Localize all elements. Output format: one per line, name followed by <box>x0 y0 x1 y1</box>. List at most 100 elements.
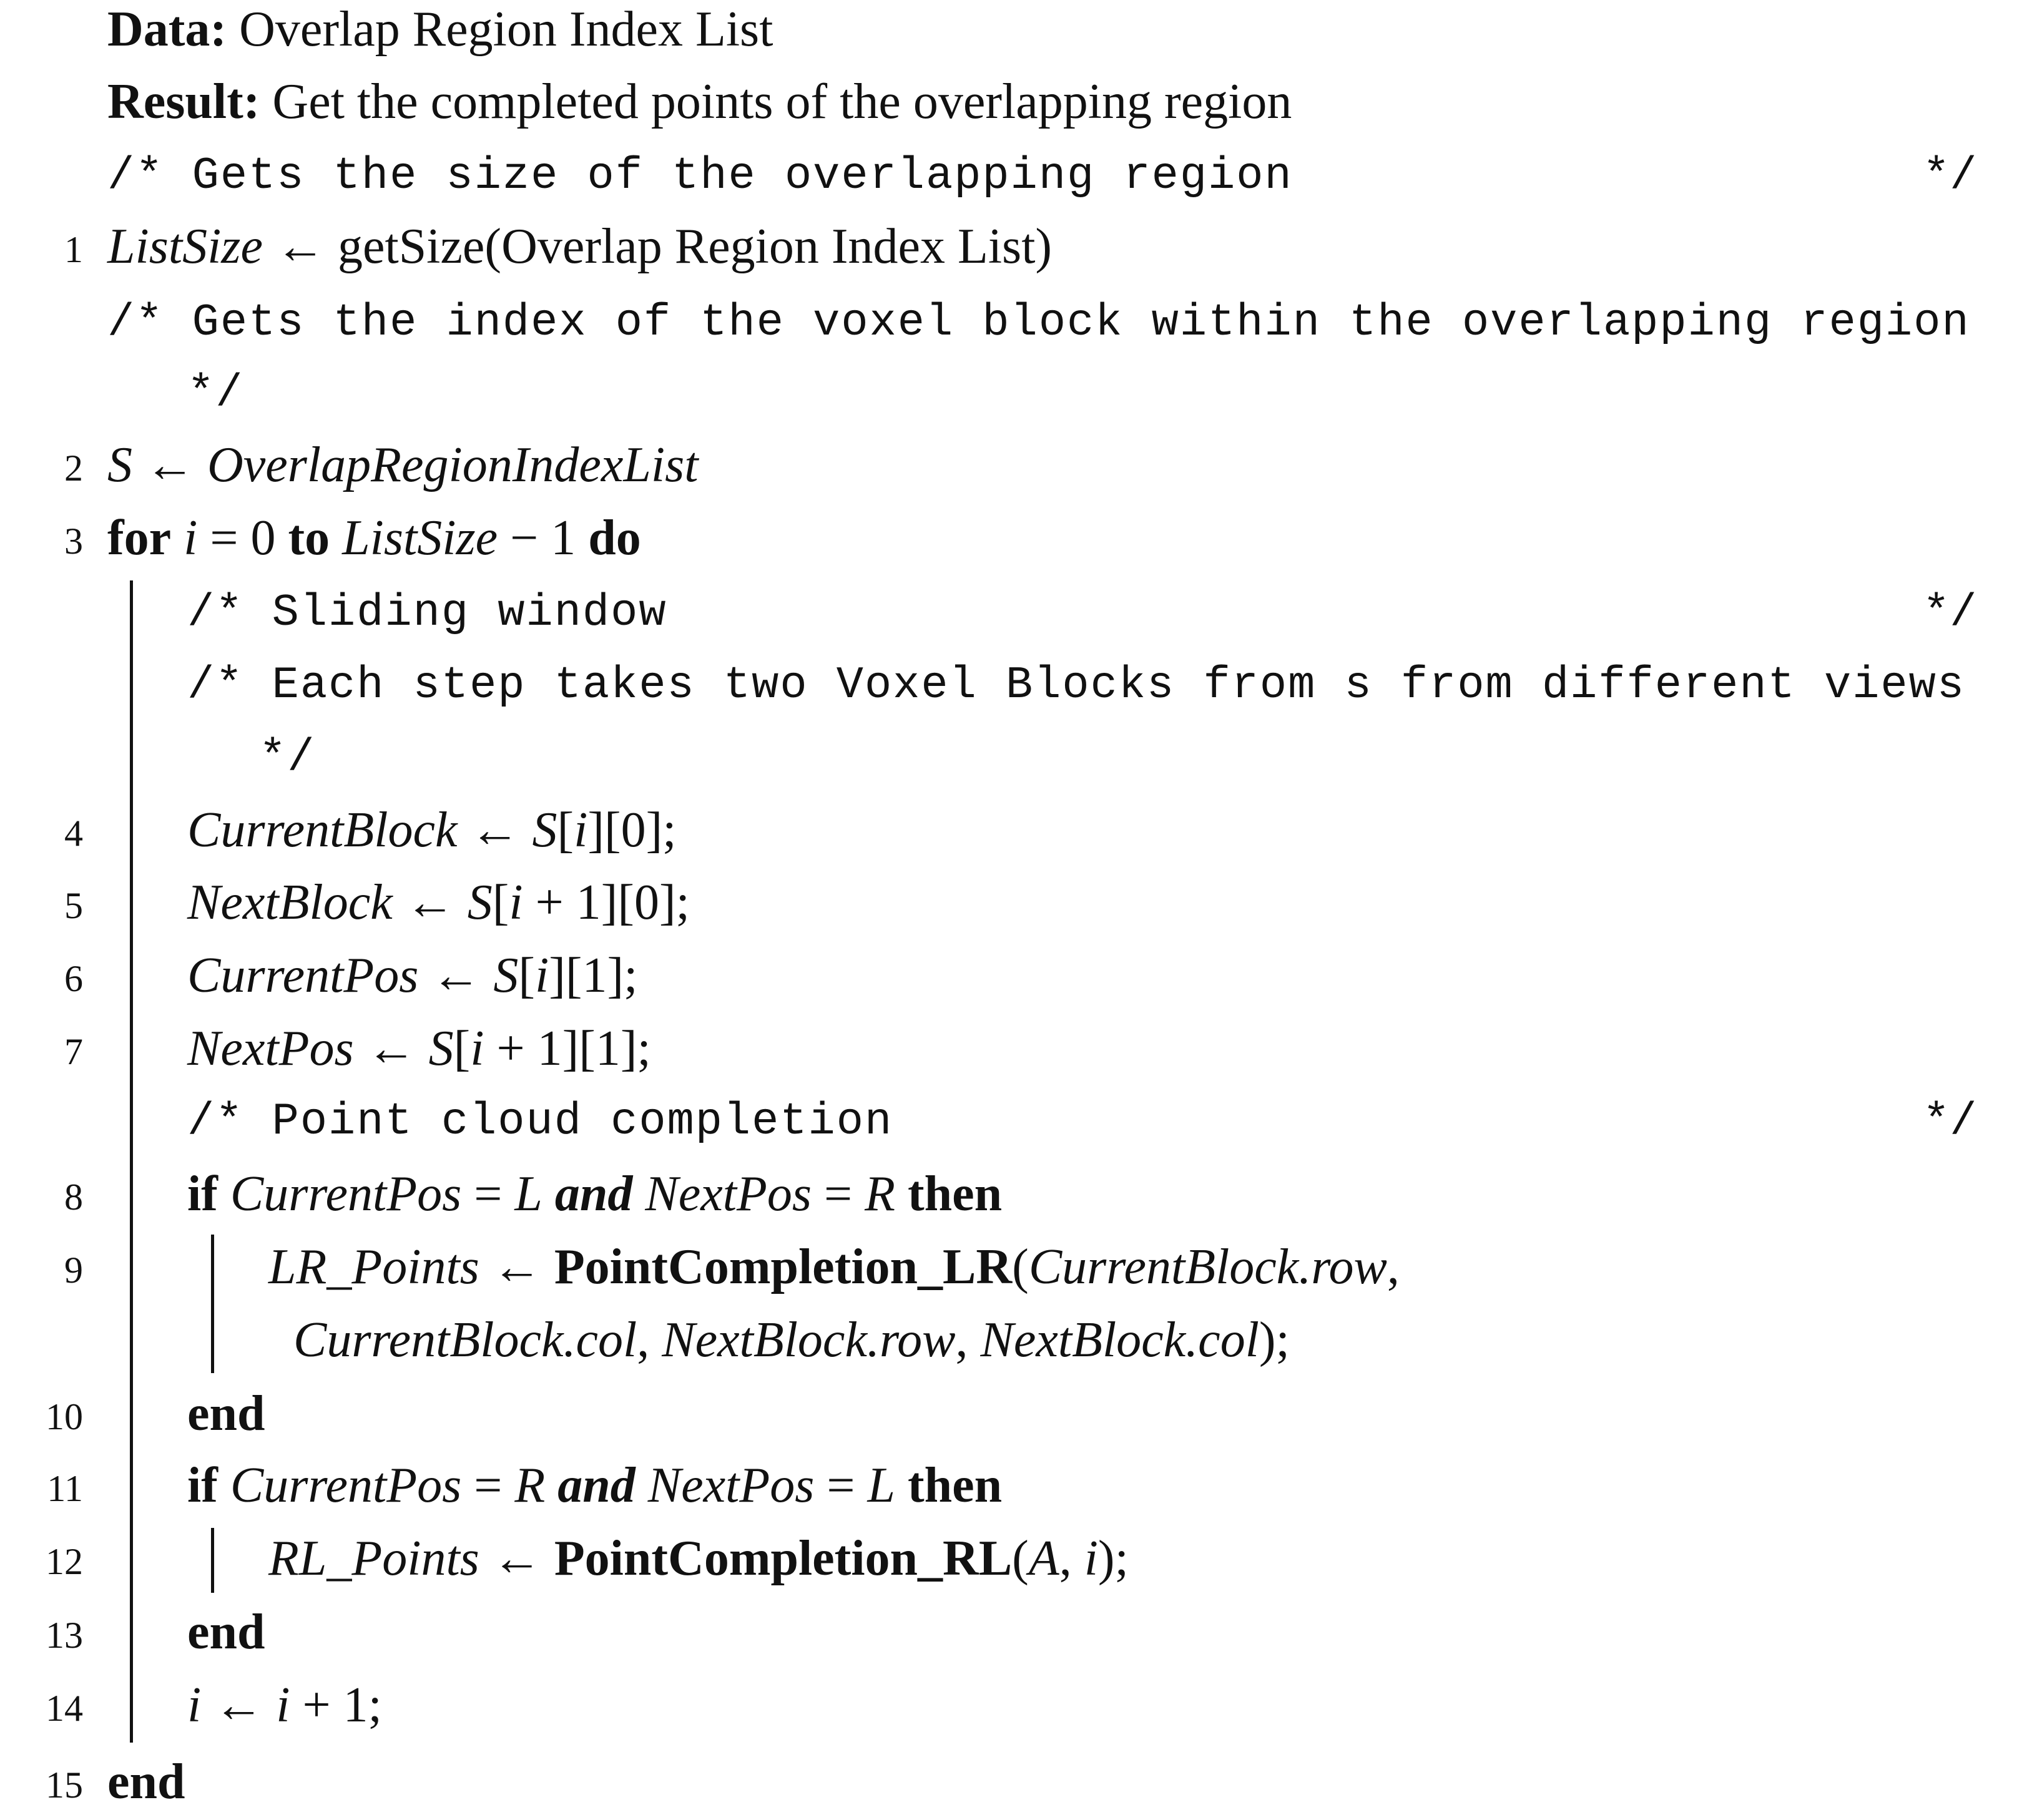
paren-close: ); <box>1097 1531 1129 1586</box>
arg-currentblock-row: CurrentBlock.row <box>1028 1240 1387 1294</box>
result-label: Result: <box>107 74 260 129</box>
line-number: 14 <box>46 1688 83 1729</box>
equals: = <box>461 1458 515 1513</box>
var-i: i <box>535 948 549 1003</box>
keyword-do: do <box>588 511 641 565</box>
var-r: R <box>514 1458 546 1513</box>
comma: , <box>1059 1531 1084 1586</box>
assign-arrow: ← <box>201 1678 277 1733</box>
arg-nextblock-col: NextBlock.col <box>980 1313 1259 1367</box>
comment-sliding: /* Sliding window <box>187 587 667 638</box>
line-number: 15 <box>46 1764 83 1806</box>
result-line: Result: Get the completed points of the … <box>107 71 1292 133</box>
var-currentpos: CurrentPos <box>217 1458 462 1513</box>
comment-end: */ <box>1923 587 1977 638</box>
var-s: S <box>493 948 519 1003</box>
if-bar <box>211 1235 214 1373</box>
var-lr-points: LR_Points <box>268 1240 479 1294</box>
getsize-call: getSize(Overlap Region Index List) <box>337 219 1053 274</box>
line-number: 5 <box>64 885 83 926</box>
code-line-7: NextPos ← S[i + 1][1]; <box>187 1017 651 1080</box>
bracket: [ <box>518 948 536 1003</box>
code-line-15: end <box>107 1751 185 1813</box>
var-i: i <box>276 1678 290 1733</box>
comment-end: */ <box>1923 150 1977 202</box>
equals: = <box>814 1458 868 1513</box>
code-line-6: CurrentPos ← S[i][1]; <box>187 944 637 1007</box>
var-listsize: ListSize <box>107 219 263 274</box>
line-number: 1 <box>64 229 83 270</box>
code-line-14: i ← i + 1; <box>187 1674 382 1736</box>
code-line-9-continued: CurrentBlock.col, NextBlock.row, NextBlo… <box>293 1309 1290 1371</box>
arg-nextblock-row: NextBlock.row <box>662 1313 956 1367</box>
data-label: Data: <box>107 2 227 57</box>
var-listsize: ListSize <box>330 511 498 565</box>
comment-end: */ <box>259 732 316 783</box>
code-line-5: NextBlock ← S[i + 1][0]; <box>187 871 690 934</box>
code-line-9: LR_Points ← PointCompletion_LR(CurrentBl… <box>268 1236 1400 1298</box>
plus-one: + 1; <box>290 1678 382 1733</box>
assign-arrow: ← <box>479 1531 554 1586</box>
line-number: 4 <box>64 813 83 854</box>
data-line: Data: Overlap Region Index List <box>107 0 773 61</box>
line-number: 13 <box>46 1615 83 1656</box>
code-line-4: CurrentBlock ← S[i][0]; <box>187 799 677 861</box>
equals: = <box>812 1167 865 1221</box>
index-rest: ][0]; <box>587 803 677 858</box>
var-s: S <box>107 438 132 492</box>
equals-zero: = 0 <box>197 511 288 565</box>
line-number: 6 <box>64 958 83 999</box>
assign-arrow: ← <box>262 219 338 274</box>
keyword-then: then <box>895 1167 1003 1221</box>
if-bar <box>211 1528 214 1593</box>
var-s: S <box>467 875 493 930</box>
var-currentblock: CurrentBlock <box>187 803 458 858</box>
code-line-2: S ← OverlapRegionIndexList <box>107 434 698 496</box>
var-i: i <box>184 511 198 565</box>
comment-completion: /* Point cloud completion <box>187 1096 893 1147</box>
code-line-11: if CurrentPos = R and NextPos = L then <box>187 1454 1002 1517</box>
comma: , <box>637 1313 662 1367</box>
comment-index: /* Gets the index of the voxel block wit… <box>107 297 1970 348</box>
var-i: i <box>574 803 588 858</box>
var-s: S <box>532 803 557 858</box>
index-rest: ][1]; <box>549 948 638 1003</box>
var-i: i <box>187 1678 202 1733</box>
function-pointcompletion-lr: PointCompletion_LR <box>554 1240 1013 1294</box>
code-line-1: ListSize ← getSize(Overlap Region Index … <box>107 215 1052 278</box>
arg-currentblock-col: CurrentBlock.col <box>293 1313 637 1367</box>
keyword-end: end <box>187 1605 265 1660</box>
keyword-end: end <box>187 1386 265 1441</box>
var-nextpos: NextPos <box>647 1458 815 1513</box>
code-line-8: if CurrentPos = L and NextPos = R then <box>187 1163 1002 1225</box>
data-text: Overlap Region Index List <box>227 2 773 57</box>
line-number: 11 <box>47 1468 83 1509</box>
assign-arrow: ← <box>457 803 533 858</box>
comment-size: /* Gets the size of the overlapping regi… <box>107 150 1293 202</box>
result-text: Get the completed points of the overlapp… <box>260 74 1292 129</box>
minus-one: − 1 <box>498 511 589 565</box>
var-currentpos: CurrentPos <box>217 1167 462 1221</box>
keyword-end: end <box>107 1754 185 1809</box>
loop-bar <box>130 580 133 1743</box>
line-number: 3 <box>64 521 83 562</box>
code-line-12: RL_Points ← PointCompletion_RL(A, i); <box>268 1527 1129 1590</box>
line-number: 2 <box>64 448 83 489</box>
bracket: [ <box>453 1021 471 1076</box>
line-number: 10 <box>46 1396 83 1437</box>
var-i: i <box>470 1021 484 1076</box>
assign-arrow: ← <box>132 438 207 492</box>
index-rest: + 1][0]; <box>523 875 690 930</box>
var-l: L <box>514 1167 542 1221</box>
arg-a: A <box>1028 1531 1059 1586</box>
var-r: R <box>865 1167 895 1221</box>
code-line-10: end <box>187 1382 265 1445</box>
index-rest: + 1][1]; <box>484 1021 651 1076</box>
var-s: S <box>428 1021 454 1076</box>
assign-arrow: ← <box>392 875 468 930</box>
line-number: 7 <box>64 1031 83 1072</box>
bracket: [ <box>557 803 574 858</box>
line-number: 9 <box>64 1250 83 1291</box>
paren-open: ( <box>1012 1240 1029 1294</box>
